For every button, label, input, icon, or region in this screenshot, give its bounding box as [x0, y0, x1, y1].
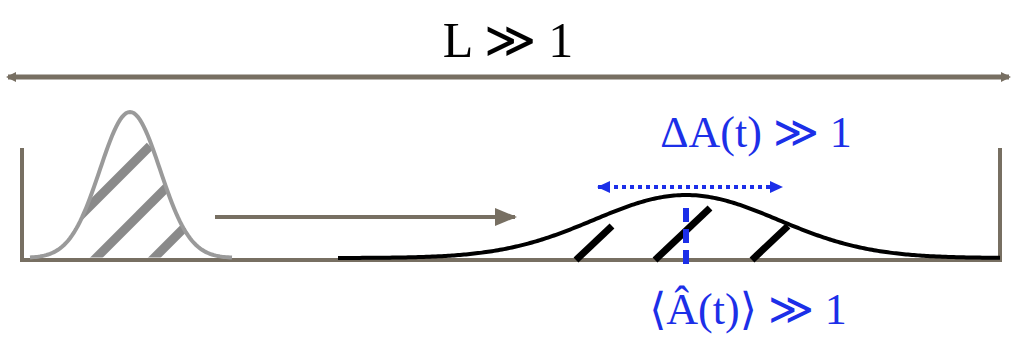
mean-marker — [683, 208, 689, 266]
hatch-stroke — [576, 226, 612, 260]
mean-label: ⟨Â(t)⟩ ≫ 1 — [649, 288, 847, 332]
motion-arrow — [215, 215, 515, 219]
initial-packet — [30, 112, 232, 258]
width-arrow — [598, 185, 782, 189]
hatch-stroke — [655, 208, 710, 260]
initial-hatching — [60, 146, 210, 262]
width-label: ΔA(t) ≫ 1 — [660, 111, 852, 155]
hatch-stroke — [752, 226, 788, 260]
length-arrow — [8, 75, 1009, 80]
length-label: L ≫ 1 — [443, 15, 574, 65]
